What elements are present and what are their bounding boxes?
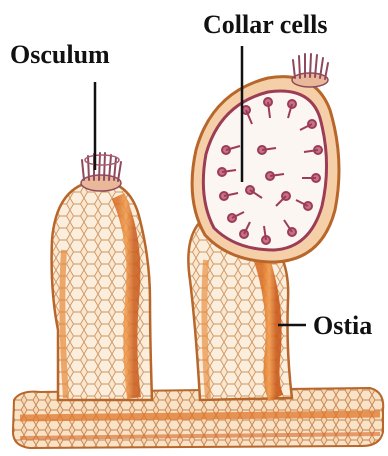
collar-cells-label: Collar cells bbox=[203, 12, 327, 38]
left-sponge-body bbox=[52, 153, 152, 400]
right-osculum-opening bbox=[292, 54, 328, 87]
osculum-label: Osculum bbox=[10, 42, 110, 68]
ostia-label: Ostia bbox=[313, 313, 372, 339]
osculum-opening bbox=[81, 153, 121, 191]
right-sponge-head-section bbox=[192, 54, 339, 262]
